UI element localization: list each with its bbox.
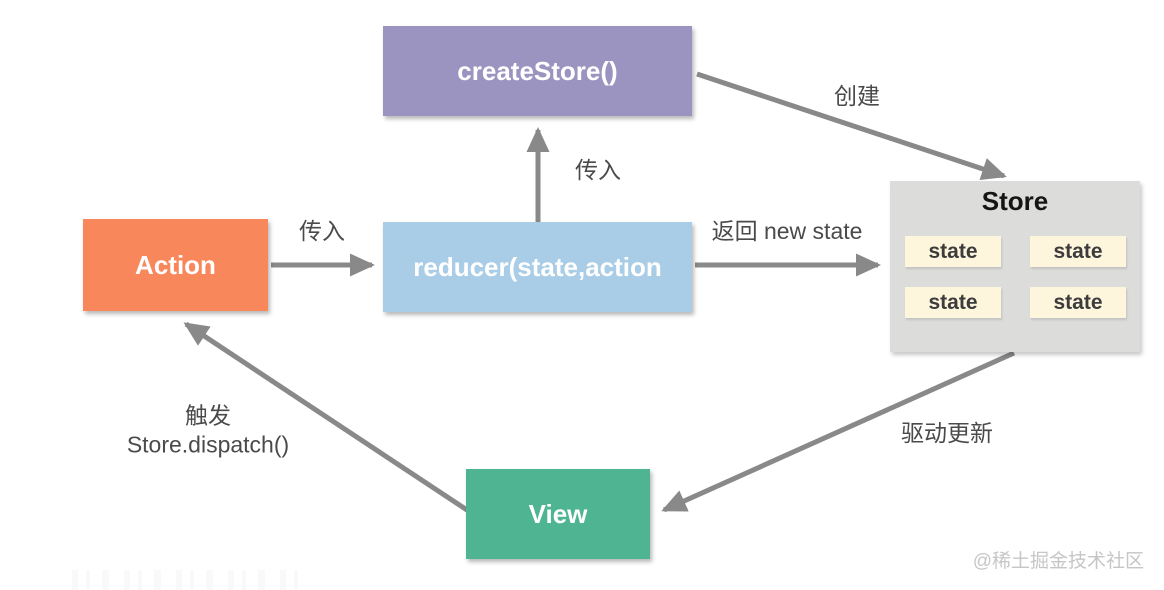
edge-label-trigger-line1: 触发 <box>184 402 231 429</box>
edge-label-pass-in-left: 传入 <box>299 218 345 244</box>
node-reducer-label: reducer(state,action <box>413 251 662 282</box>
node-create-store: createStore() <box>383 26 692 116</box>
store-title: Store <box>981 186 1049 216</box>
edge-label-trigger-line2: Store.dispatch() <box>126 431 290 457</box>
node-reducer: reducer(state,action <box>383 222 692 312</box>
edge-label-drive-update: 驱动更新 <box>901 420 993 446</box>
node-view: View <box>466 469 650 559</box>
node-store: Store state state state state <box>890 181 1140 352</box>
store-state-box: state <box>905 236 1001 267</box>
node-view-label: View <box>528 498 588 529</box>
node-action: Action <box>83 219 268 311</box>
store-state-box: state <box>1030 287 1126 318</box>
store-state-box: state <box>1030 236 1126 267</box>
store-state-box: state <box>905 287 1001 318</box>
edge-label-return-new-state: 返回 new state <box>711 218 863 244</box>
node-create-store-label: createStore() <box>457 55 618 86</box>
edge-label-trigger-dispatch: 触发 Store.dispatch() <box>127 401 289 459</box>
node-action-label: Action <box>135 249 216 280</box>
faint-watermark-fragment <box>72 570 307 590</box>
watermark-juejin: @稀土掘金技术社区 <box>972 551 1144 572</box>
edge-label-create: 创建 <box>834 83 880 109</box>
edge-label-pass-in-top: 传入 <box>575 157 621 183</box>
